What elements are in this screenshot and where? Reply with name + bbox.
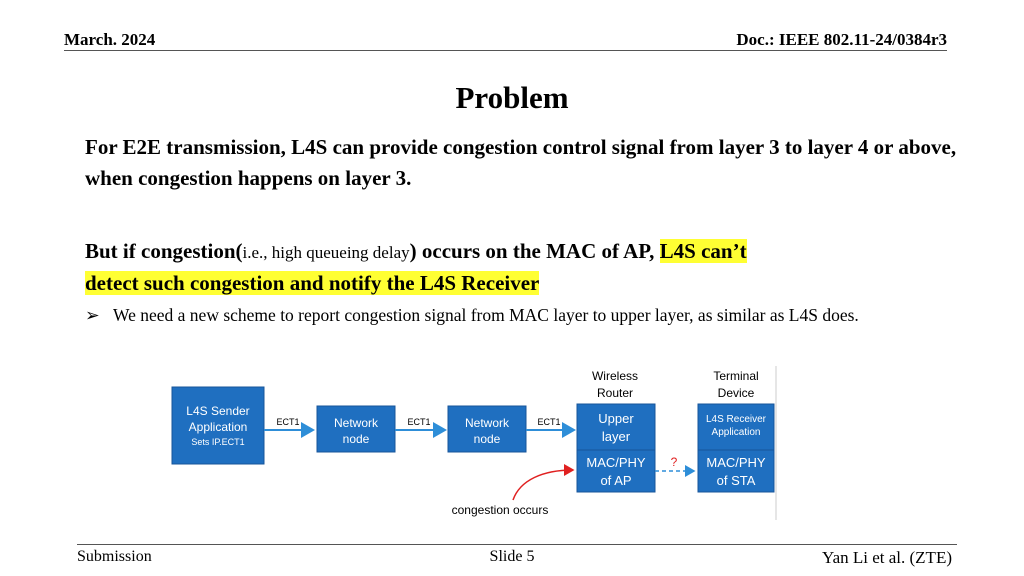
node2-line-2: node <box>474 432 501 446</box>
footer-author: Yan Li et al. (ZTE) <box>822 548 952 567</box>
header-doc-id: Doc.: IEEE 802.11-24/0384r3 <box>736 30 947 49</box>
mac-sta-line-2: of STA <box>717 473 756 488</box>
upper-layer-box <box>576 403 656 451</box>
ect1-label-a: ECT1 <box>276 417 299 427</box>
upper-line-1: Upper <box>598 411 634 426</box>
mac-ap-line-1: MAC/PHY <box>586 455 646 470</box>
sender-line-1: L4S Sender <box>186 404 249 418</box>
terminal-label-1: Terminal <box>713 369 758 383</box>
router-label-2: Router <box>597 386 633 400</box>
footer-submission: Submission <box>77 548 152 565</box>
question-mark: ? <box>671 455 678 469</box>
footer-divider <box>77 544 957 545</box>
paragraph-e2e: For E2E transmission, L4S can provide co… <box>85 135 957 190</box>
footer-slide-number: Slide 5 <box>489 548 535 565</box>
node1-line-2: node <box>343 432 370 446</box>
sender-box <box>171 386 265 465</box>
network-node-1 <box>316 405 396 453</box>
para2-lead: But if congestion( <box>85 239 243 263</box>
receiver-line-1: L4S Receiver <box>706 414 767 425</box>
header-date: March. 2024 <box>64 30 156 49</box>
mac-sta-line-1: MAC/PHY <box>706 455 766 470</box>
upper-line-2: layer <box>602 429 631 444</box>
mac-ap-line-2: of AP <box>600 473 631 488</box>
ect1-label-c: ECT1 <box>537 417 560 427</box>
node1-line-1: Network <box>334 416 379 430</box>
header-divider <box>64 50 947 51</box>
terminal-label-2: Device <box>718 386 755 400</box>
receiver-box <box>697 403 775 451</box>
arrow-bullet-icon: ➢ <box>85 305 100 325</box>
paragraph-congestion: But if congestion(i.e., high queueing de… <box>85 236 965 299</box>
highlight-text-a: L4S can’t <box>659 239 747 263</box>
congestion-label: congestion occurs <box>452 503 549 517</box>
mac-ap-box <box>576 449 656 493</box>
para2-note: i.e., high queueing delay <box>242 243 410 262</box>
node2-line-1: Network <box>465 416 510 430</box>
para2-mid: ) occurs on the MAC of AP, <box>409 239 660 263</box>
receiver-line-2: Application <box>712 427 761 438</box>
bullet-text: We need a new scheme to report congestio… <box>113 305 859 325</box>
congestion-arrow <box>512 464 575 501</box>
diagram-svg: L4S Sender Application Sets IP.ECT1 ECT1… <box>171 366 777 520</box>
ect1-label-b: ECT1 <box>407 417 430 427</box>
highlight-text-b: detect such congestion and notify the L4… <box>85 271 540 295</box>
sender-line-3: Sets IP.ECT1 <box>191 437 244 447</box>
sender-line-2: Application <box>189 420 248 434</box>
slide-title: Problem <box>455 80 569 115</box>
network-diagram: L4S Sender Application Sets IP.ECT1 ECT1… <box>168 362 780 529</box>
router-label-1: Wireless <box>592 369 638 383</box>
mac-sta-box <box>697 449 775 493</box>
